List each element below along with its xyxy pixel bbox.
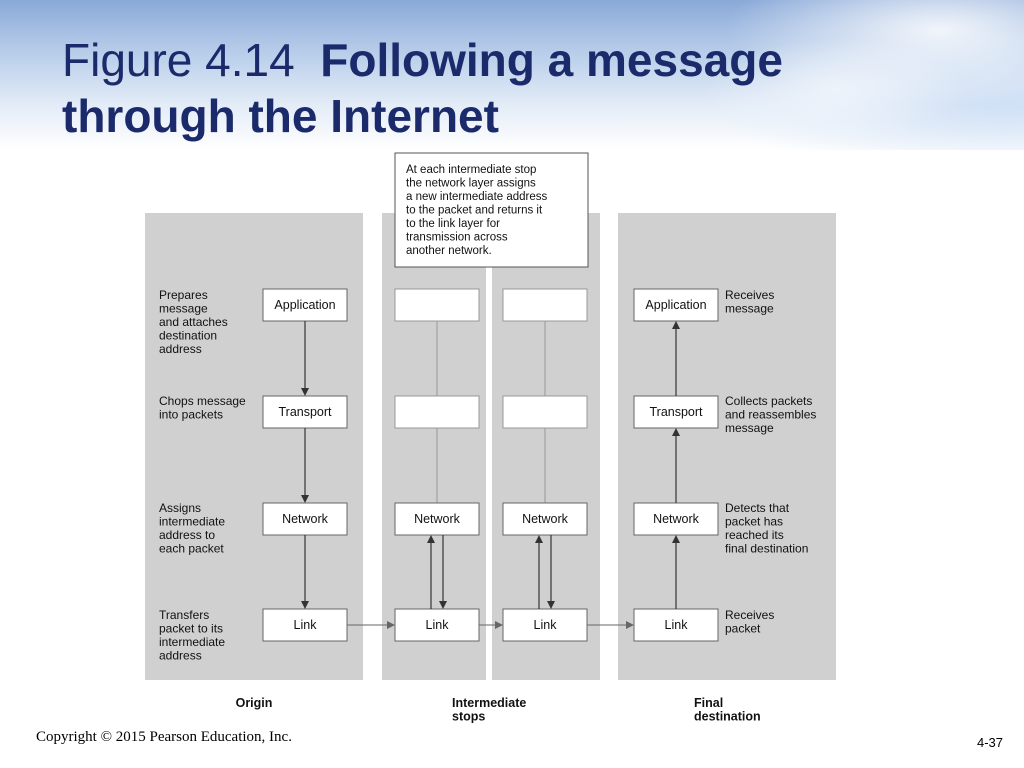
origin-note-application: Prepares message and attaches destinatio… — [159, 288, 231, 356]
destination-link-label: Link — [665, 618, 689, 632]
destination-stack: Application Transport Network Link — [633, 288, 719, 642]
callout-line: At each intermediate stop — [406, 164, 536, 176]
arrowhead — [439, 601, 447, 609]
page-number: 4-37 — [977, 735, 1004, 750]
destination-application-box — [633, 288, 719, 322]
intermediate-stack-2: Network Link — [502, 288, 588, 642]
arrowhead — [626, 621, 634, 629]
empty-layer-box — [394, 395, 480, 429]
slide-title: Figure 4.14 Following a message through … — [62, 32, 962, 144]
destination-transport-box — [633, 395, 719, 429]
intermediate-1-link-label: Link — [426, 618, 450, 632]
callout-box — [394, 152, 589, 268]
arrowhead — [387, 621, 395, 629]
figure-caption: Following a message through the Internet — [62, 34, 783, 142]
callout-line: the network layer assigns — [406, 178, 536, 190]
empty-layer-box — [394, 288, 480, 322]
origin-application-label: Application — [274, 298, 335, 312]
origin-stack: Application Transport Network Link — [262, 288, 348, 642]
origin-transport-box — [262, 395, 348, 429]
intermediate-2-link-label: Link — [534, 618, 558, 632]
column-label-intermediate: Intermediate stops — [452, 696, 530, 724]
destination-note-application: Receives message — [725, 288, 778, 316]
origin-note-transport: Chops message into packets — [159, 394, 249, 422]
destination-note-link: Receives packet — [725, 608, 778, 636]
origin-network-box — [262, 502, 348, 536]
copyright-notice: Copyright © 2015 Pearson Education, Inc. — [36, 729, 292, 745]
callout-line: a new intermediate address — [406, 191, 548, 203]
origin-note-network: Assigns intermediate address to each pac… — [159, 501, 228, 556]
destination-network-label: Network — [653, 512, 700, 526]
arrowhead — [495, 621, 503, 629]
arrowhead — [547, 601, 555, 609]
destination-link-box — [633, 608, 719, 642]
intermediate-stack-1: Network Link — [394, 288, 480, 642]
column-label-final: Final destination — [694, 696, 761, 724]
callout-text: At each intermediate stop the network la… — [406, 164, 550, 257]
origin-application-box — [262, 288, 348, 322]
empty-layer-box — [502, 288, 588, 322]
intermediate-2-network-box — [502, 502, 588, 536]
arrowhead — [672, 321, 680, 329]
arrowhead — [301, 388, 309, 396]
intermediate-1-network-box — [394, 502, 480, 536]
callout-line: another network. — [406, 245, 492, 257]
intermediate-1-link-box — [394, 608, 480, 642]
origin-link-label: Link — [294, 618, 318, 632]
empty-layer-box — [502, 395, 588, 429]
destination-note-network: Detects that packet has reached its fina… — [725, 501, 808, 556]
arrowhead — [535, 535, 543, 543]
figure-number: Figure 4.14 — [62, 34, 295, 86]
origin-note-link: Transfers packet to its intermediate add… — [159, 608, 228, 663]
origin-transport-label: Transport — [278, 405, 332, 419]
callout-line: to the packet and returns it — [406, 205, 543, 217]
header-decoration — [604, 0, 1024, 150]
destination-note-transport: Collects packets and reassembles message — [725, 394, 820, 435]
arrowhead — [672, 535, 680, 543]
arrowhead — [427, 535, 435, 543]
callout-line: to the link layer for — [406, 218, 500, 230]
arrowhead — [672, 428, 680, 436]
destination-transport-label: Transport — [649, 405, 703, 419]
arrowhead — [301, 601, 309, 609]
column-label-origin: Origin — [236, 696, 273, 710]
origin-network-label: Network — [282, 512, 329, 526]
intermediate-2-network-label: Network — [522, 512, 569, 526]
destination-application-label: Application — [645, 298, 706, 312]
intermediate-1-network-label: Network — [414, 512, 461, 526]
arrowhead — [301, 495, 309, 503]
callout-line: transmission across — [406, 232, 508, 244]
